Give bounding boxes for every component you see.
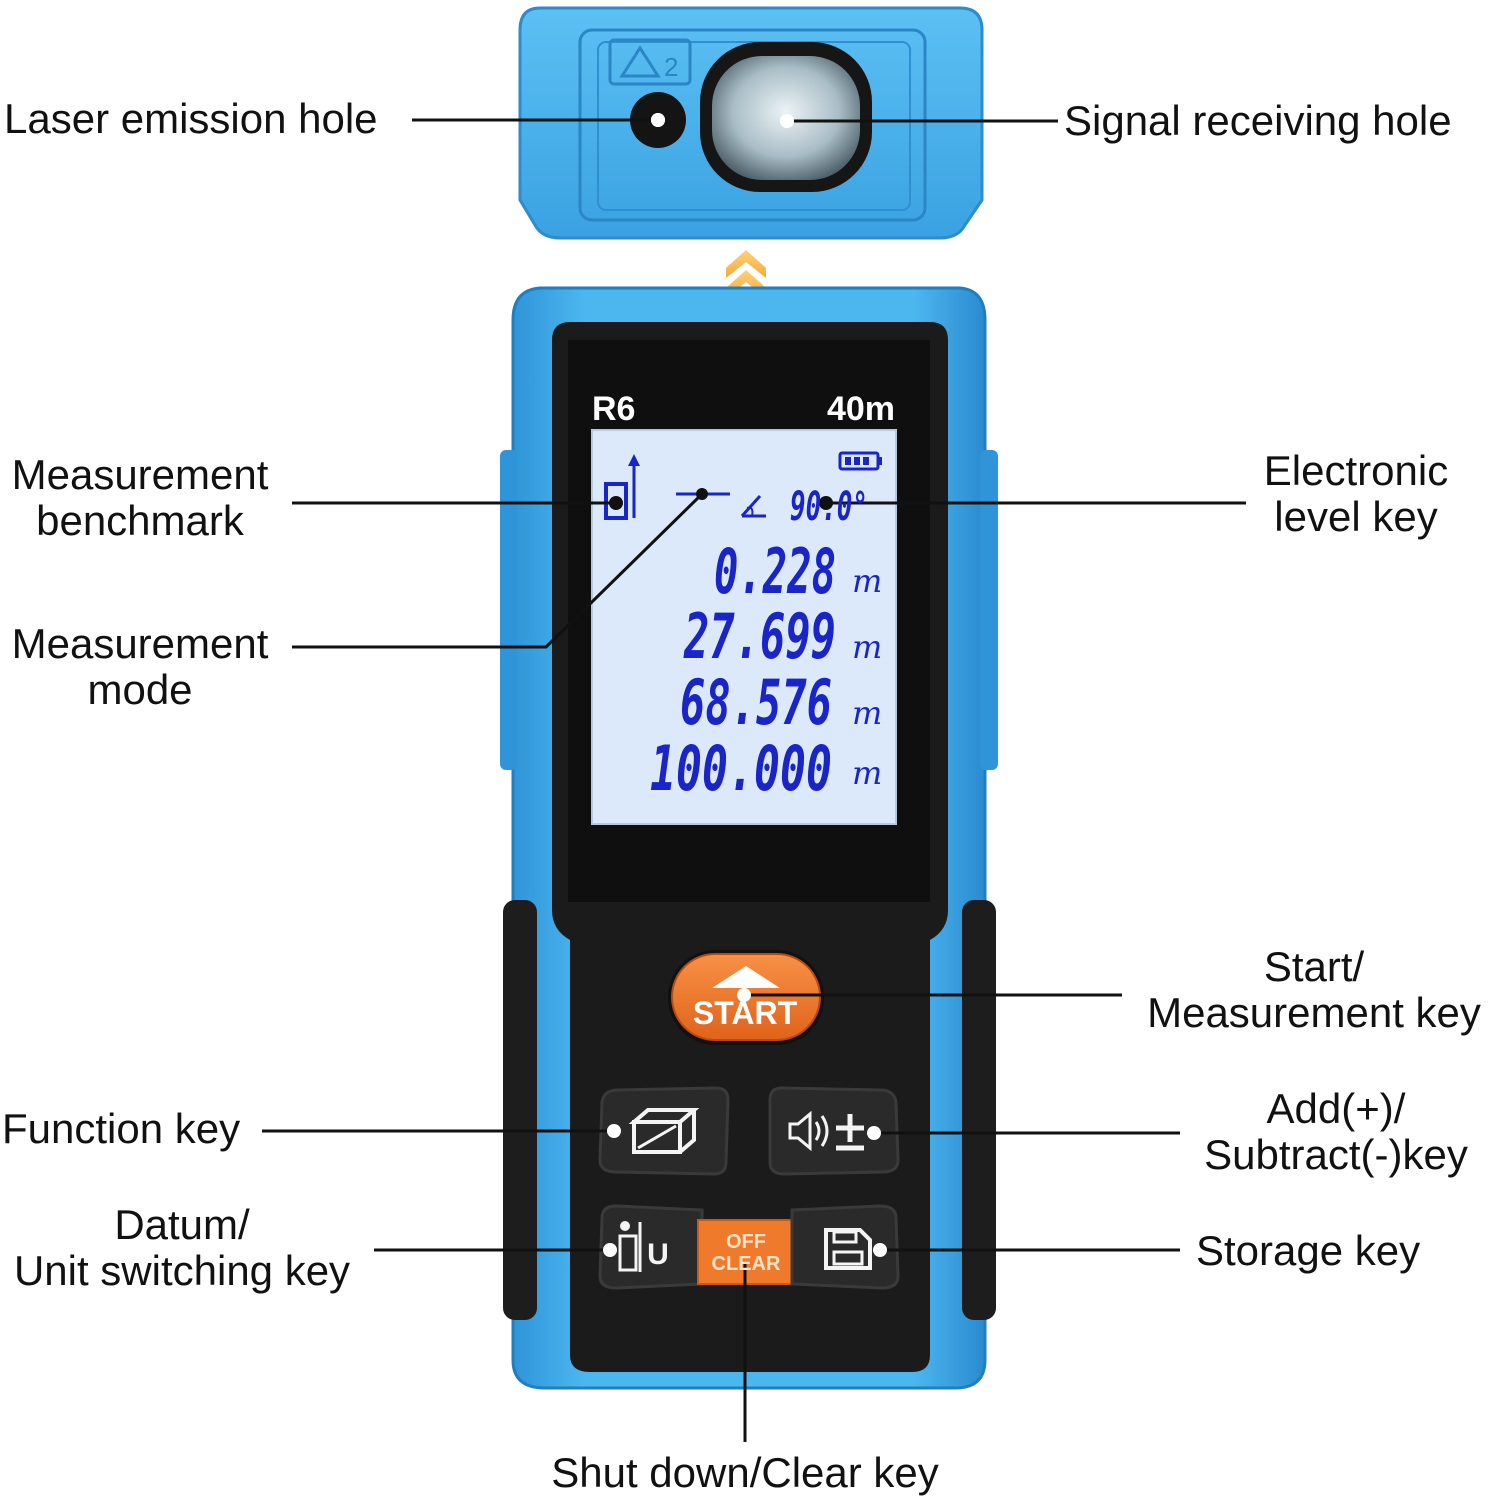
battery-icon xyxy=(838,451,882,471)
add-subtract-key[interactable] xyxy=(768,1086,900,1176)
device-top-view: 2 xyxy=(518,6,984,240)
label-add-subtract-key-line2: Subtract(-)key xyxy=(1204,1131,1468,1178)
label-measurement-mode-line1: Measurement xyxy=(11,620,269,667)
off-label: OFF xyxy=(726,1231,766,1253)
label-add-subtract-key-line1: Add(+)/ xyxy=(1266,1085,1406,1132)
clear-label: CLEAR xyxy=(712,1253,781,1275)
lcd-unit-2: m xyxy=(852,628,882,666)
storage-key[interactable] xyxy=(790,1204,900,1290)
label-measurement-mode: Measurement mode xyxy=(0,621,280,713)
callout-dots xyxy=(603,113,887,1257)
label-datum-unit-key-line2: Unit switching key xyxy=(13,1247,351,1294)
box-icon xyxy=(628,1108,700,1154)
label-measurement-benchmark: Measurement benchmark xyxy=(0,452,280,544)
range-label: 40m xyxy=(827,390,895,428)
svg-text:2: 2 xyxy=(664,52,678,82)
label-measurement-benchmark-line1: Measurement xyxy=(11,451,269,498)
callout-lines xyxy=(262,118,1246,1442)
label-electronic-level-key-line2: level key xyxy=(1274,493,1438,540)
label-storage-key: Storage key xyxy=(1196,1227,1421,1274)
label-start-measurement-key-line1: Start/ xyxy=(1263,943,1365,990)
angle-icon xyxy=(740,494,766,518)
lcd-unit-3: m xyxy=(852,694,882,732)
label-measurement-mode-line2: mode xyxy=(87,666,193,713)
label-add-subtract-key: Add(+)/ Subtract(-)key xyxy=(1186,1086,1486,1178)
plus-minus-icon xyxy=(836,1114,864,1151)
label-shutdown-clear-key: Shut down/Clear key xyxy=(551,1449,939,1496)
label-electronic-level-key-line1: Electronic xyxy=(1263,447,1449,494)
label-electronic-level-key: Electronic level key xyxy=(1250,448,1462,540)
warning-triangle-icon: 2 xyxy=(608,38,692,86)
lcd-reading-2: 27.699 xyxy=(683,600,836,673)
label-signal-receiving-hole: Signal receiving hole xyxy=(1064,97,1452,144)
lcd-reading-4: 100.000 xyxy=(650,732,832,805)
datum-icon xyxy=(618,1221,642,1272)
label-start-measurement-key-line2: Measurement key xyxy=(1147,989,1481,1036)
lcd-reading-1: 0.228 xyxy=(714,535,836,608)
label-function-key: Function key xyxy=(2,1105,241,1152)
lcd-unit-1: m xyxy=(852,562,882,600)
floppy-disk-icon xyxy=(824,1228,872,1270)
unit-letter: U xyxy=(647,1238,669,1271)
label-measurement-benchmark-line2: benchmark xyxy=(36,497,244,544)
model-label: R6 xyxy=(592,390,635,428)
lcd-angle: 90.0° xyxy=(790,484,868,530)
lcd-reading-3: 68.576 xyxy=(680,666,832,739)
lcd-unit-4: m xyxy=(852,754,882,792)
lcd-screen xyxy=(591,429,897,825)
chevron-up-icon xyxy=(726,250,766,298)
label-laser-emission-hole: Laser emission hole xyxy=(4,95,378,142)
benchmark-icon xyxy=(604,454,640,520)
start-button-label: START xyxy=(693,995,798,1031)
label-start-measurement-key: Start/ Measurement key xyxy=(1130,944,1498,1036)
label-datum-unit-key-line1: Datum/ xyxy=(114,1201,250,1248)
label-datum-unit-key: Datum/ Unit switching key xyxy=(0,1202,364,1294)
function-key[interactable] xyxy=(598,1086,730,1176)
volume-icon xyxy=(788,1110,829,1152)
